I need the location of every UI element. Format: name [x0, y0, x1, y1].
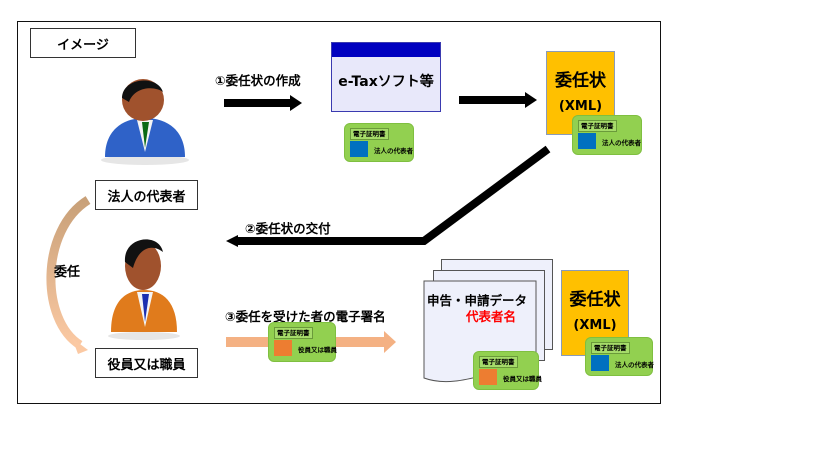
step1-arrow [224, 95, 302, 111]
certificate-title: 電子証明書 [479, 356, 518, 368]
software-title-bar [332, 43, 440, 57]
certificate-holder: 法人の代表者 [602, 139, 641, 147]
representative-label: 法人の代表者 [95, 180, 198, 210]
officer-label: 役員又は職員 [95, 348, 198, 378]
software-label: e-Taxソフト等 [338, 74, 434, 90]
certificate-title: 電子証明書 [578, 120, 617, 132]
poa-format: (XML) [573, 318, 617, 333]
delegation-label: 委任 [54, 265, 81, 280]
step2-arrow [226, 145, 551, 247]
certificate-holder: 法人の代表者 [615, 361, 654, 369]
certificate-card: 電子証明書 法人の代表者 [344, 123, 414, 162]
poa-title: 委任状 [569, 290, 621, 310]
certificate-holder: 役員又は職員 [298, 346, 337, 354]
signer-label: 代表者名 [466, 309, 517, 324]
certificate-holder: 役員又は職員 [503, 375, 542, 383]
representative-person-icon [101, 79, 189, 165]
key-icon [479, 369, 497, 385]
officer-certificate-card: 電子証明書 役員又は職員 [268, 322, 337, 362]
filing-data-title: 申告・申請データ [427, 293, 528, 308]
key-icon [350, 141, 368, 157]
key-icon [274, 340, 292, 356]
key-icon [578, 133, 596, 149]
certificate-holder: 法人の代表者 [374, 147, 413, 155]
image-label: イメージ [30, 28, 136, 58]
officer-person-icon [108, 239, 180, 340]
software-to-xml-arrow [459, 92, 537, 108]
certificate-title: 電子証明書 [591, 342, 630, 354]
certificate-title: 電子証明書 [350, 128, 389, 140]
step3-arrow [226, 331, 396, 353]
certificate-card: 電子証明書 法人の代表者 [585, 337, 654, 376]
certificate-title: 電子証明書 [274, 327, 313, 339]
key-icon [591, 355, 609, 371]
step1-label: ①委任状の作成 [215, 73, 301, 88]
certificate-card: 電子証明書 法人の代表者 [572, 115, 642, 155]
delegation-arrow [46, 196, 91, 354]
step2-label: ②委任状の交付 [245, 221, 331, 236]
etax-software-box: e-Taxソフト等 [331, 42, 441, 112]
officer-certificate-card: 電子証明書 役員又は職員 [473, 351, 542, 390]
step3-label: ③委任を受けた者の電子署名 [225, 309, 386, 324]
poa-title: 委任状 [555, 71, 606, 91]
poa-format: (XML) [558, 99, 603, 114]
